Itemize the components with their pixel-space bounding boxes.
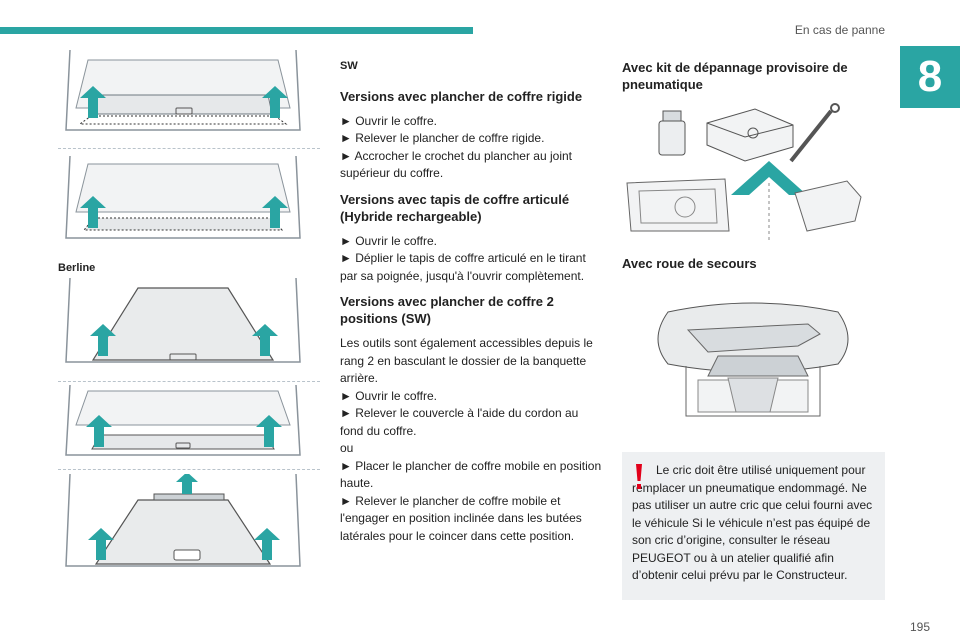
instruction-line: ► Ouvrir le coffre.: [340, 233, 438, 248]
separator: [58, 469, 320, 470]
spare-wheel-illustration: [657, 302, 849, 417]
up-arrow-icon: [262, 196, 288, 228]
section-heading: Versions avec plancher de coffre 2 posit…: [340, 294, 554, 326]
up-arrow-icon: [254, 528, 280, 560]
instruction-line: ► Relever le couvercle à l'aide du cordo…: [340, 406, 579, 438]
instruction-line: ► Ouvrir le coffre.: [340, 388, 438, 403]
up-arrow-icon: [88, 528, 114, 560]
trunk-illustration-sw-rigid: [65, 50, 301, 131]
up-arrow-icon: [80, 196, 106, 228]
repair-kit-illustration: [626, 103, 862, 241]
warning-icon: [636, 464, 642, 489]
warning-box: Le cric doit être utilisé uniquement pou…: [622, 452, 885, 600]
section-heading: Versions avec tapis de coffre articulé (…: [340, 191, 570, 224]
sw-label: SW: [340, 60, 358, 72]
trunk-illustration-sw-2pos-high: [65, 474, 301, 567]
instruction-line: ► Relever le plancher de coffre rigide.: [340, 131, 545, 145]
chapter-title: En cas de panne: [794, 23, 885, 37]
up-arrow-icon: [90, 324, 116, 356]
page-number: 195: [909, 620, 930, 634]
up-arrow-icon: [252, 324, 278, 356]
instruction-line: ou: [340, 441, 354, 455]
trunk-illustration-hybrid-mat: [65, 156, 301, 239]
spare-wheel-heading: Avec roue de secours: [622, 256, 757, 271]
instruction-line: ► Accrocher le crochet du plancher au jo…: [340, 148, 573, 181]
instruction-line: ► Ouvrir le coffre.: [340, 113, 438, 128]
kit-heading: Avec kit de dépannage provisoire de pneu…: [622, 60, 848, 92]
chapter-number-badge: 8: [900, 46, 960, 108]
instruction-line: ► Déplier le tapis de coffre articulé en…: [340, 251, 586, 283]
header-accent-bar: [0, 27, 473, 34]
up-arrow-icon: [262, 86, 288, 118]
trunk-illustration-berline: [65, 278, 301, 363]
up-arrow-icon: [256, 415, 282, 447]
warning-text: Le cric doit être utilisé uniquement pou…: [632, 463, 873, 582]
section-heading: Versions avec plancher de coffre rigide: [340, 88, 583, 104]
instruction-line: ► Relever le plancher de coffre mobile e…: [340, 493, 582, 543]
berline-label: Berline: [58, 262, 96, 274]
instruction-line: ► Placer le plancher de coffre mobile en…: [340, 458, 602, 491]
separator: [58, 148, 320, 149]
up-arrow-icon: [80, 86, 106, 118]
middle-column: SW Versions avec plancher de coffre rigi…: [340, 58, 602, 545]
separator: [58, 381, 320, 382]
instruction-line: Les outils sont également accessibles de…: [340, 336, 593, 385]
trunk-illustration-sw-2pos-low: [65, 385, 301, 456]
up-arrow-icon: [86, 415, 112, 447]
up-arrow-icon: [176, 474, 198, 494]
